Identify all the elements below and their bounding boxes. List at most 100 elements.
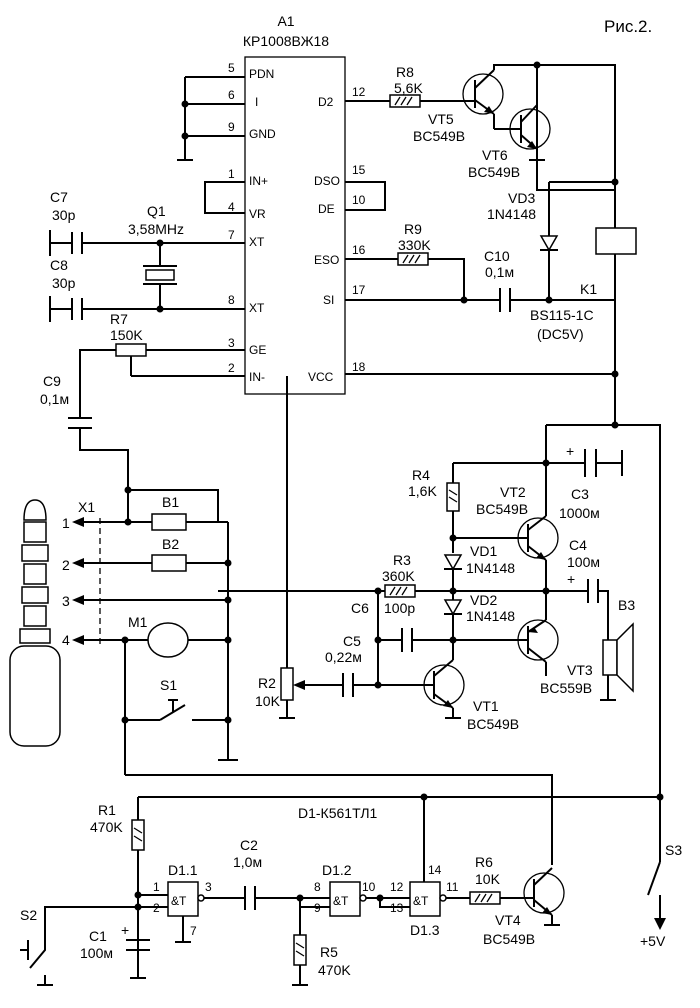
vd3-ref: VD3: [508, 190, 535, 206]
ic-a1-ref: A1: [277, 13, 294, 29]
r5-value: 470K: [318, 962, 351, 978]
ic-a1-pin-name-in-minus: IN-: [249, 370, 265, 384]
ic-a1-pin-name-d2: D2: [318, 95, 334, 109]
ic-a1-pin-name-de: DE: [318, 202, 335, 216]
c2-ref: C2: [240, 837, 258, 853]
vd3-value: 1N4148: [487, 206, 536, 222]
k1-value: BS115-1C: [530, 307, 594, 323]
ic-a1-pin-name-gnd: GND: [249, 127, 276, 141]
q1-value: 3,58MHz: [128, 221, 184, 237]
relay-k1: VD3 1N4148 K1 BS115-1C (DC5V): [487, 190, 637, 342]
ic-a1-pin-name-vcc: VCC: [308, 370, 334, 384]
x1-pin1: 1: [62, 515, 70, 531]
b3-ref: B3: [618, 597, 635, 613]
ic-a1-pin-num-5: 5: [228, 61, 235, 75]
r8-ref: R8: [396, 64, 414, 80]
r1-value: 470K: [90, 819, 123, 835]
d1-3-pin14: 14: [428, 863, 442, 877]
k1-ref: K1: [580, 281, 597, 297]
c6-ref: C6: [351, 600, 369, 616]
r3-ref: R3: [393, 552, 411, 568]
vt2-value: BC549B: [476, 501, 528, 517]
ic-a1-pin-num-8: 8: [228, 293, 235, 307]
ic-a1-pin-name-i: I: [255, 95, 258, 109]
c5-value: 0,22м: [325, 649, 362, 665]
s1-ref: S1: [160, 677, 177, 693]
vd2-value: 1N4148: [466, 608, 515, 624]
b2-ref: B2: [162, 536, 179, 552]
d1-3-pin12: 12: [390, 880, 404, 894]
d1-1-pin1: 1: [153, 880, 160, 894]
ic-a1-pin-num-10: 10: [352, 193, 366, 207]
c5-ref: C5: [343, 633, 361, 649]
d1-3-pin11: 11: [446, 880, 459, 894]
ic-a1-pin-num-12: 12: [352, 85, 366, 99]
r4-value: 1,6K: [408, 483, 437, 499]
vt6-value: BC549B: [468, 164, 520, 180]
d1-1-pin7: 7: [190, 924, 197, 938]
vt4-ref: VT4: [495, 912, 521, 928]
d1-2-symbol: &T: [333, 894, 349, 908]
c4-plus: +: [567, 571, 575, 587]
ic-a1-pin-num-9: 9: [228, 120, 235, 134]
d1-2-pin10: 10: [362, 880, 376, 894]
vcc-rail: [345, 300, 661, 797]
ic-a1-part: КР1008ВЖ18: [243, 33, 329, 49]
ic-a1-pin-num-7: 7: [228, 228, 235, 242]
ic-a1-pin-num-4: 4: [228, 200, 235, 214]
r7-c9-section: R7 150K C9 0,1м: [40, 311, 245, 490]
vt3-ref: VT3: [567, 662, 593, 678]
r7-ref: R7: [110, 311, 128, 327]
ic-a1-pin-num-3: 3: [228, 336, 235, 350]
vt1-ref: VT1: [473, 698, 499, 714]
amplifier-section: + C3 1000м R4 1,6K VT2 BC549B VD1 1N4148: [218, 376, 635, 732]
ic-a1-pin-num-17: 17: [352, 283, 366, 297]
ic-a1-pin-name-dso: DSO: [314, 174, 340, 188]
c8-value: 30p: [52, 275, 76, 291]
ic-a1-body: [244, 56, 346, 395]
c1-ref: C1: [89, 928, 107, 944]
a1-left-wiring: [177, 76, 245, 214]
figure-label: Рис.2.: [604, 17, 652, 36]
c3-ref: C3: [571, 486, 589, 502]
r7-value: 150K: [110, 327, 143, 343]
d1-2-ref: D1.2: [322, 862, 352, 878]
r5-ref: R5: [320, 944, 338, 960]
d1-ref: D1-К561ТЛ1: [298, 805, 378, 821]
r9-c10-section: R9 330K C10 0,1м: [345, 181, 549, 312]
c1-value: 100м: [80, 945, 113, 961]
vd1-ref: VD1: [470, 543, 497, 559]
vt4-value: BC549B: [483, 931, 535, 947]
relay-driver-section: R8 5,6K VT5 BC549B VT6 BC549B: [345, 61, 619, 300]
vt2-ref: VT2: [500, 484, 526, 500]
r2-ref: R2: [258, 675, 276, 691]
b1-ref: B1: [162, 494, 179, 510]
ic-a1-pin-name-eso: ESO: [314, 253, 339, 267]
ic-a1: A1 КР1008ВЖ18 PDN 5 I 6 GND 9 IN+ 1 VR 4…: [228, 13, 366, 395]
c3-value: 1000м: [559, 505, 600, 521]
vt3-value: BC559B: [540, 680, 592, 696]
vd1-value: 1N4148: [466, 560, 515, 576]
d1-1-symbol: &T: [171, 894, 187, 908]
ic-a1-pin-num-1: 1: [228, 167, 235, 181]
x1-pin2: 2: [62, 557, 70, 573]
vt6-ref: VT6: [482, 147, 508, 163]
ic-a1-pin-name-vr: VR: [249, 207, 266, 221]
d1-1-ref: D1.1: [168, 862, 198, 878]
x1-ref: X1: [78, 499, 95, 515]
r1-ref: R1: [98, 802, 116, 818]
d1-3-symbol: &T: [413, 894, 429, 908]
supply-label: +5V: [640, 933, 666, 949]
ic-a1-pin-name-in-plus: IN+: [249, 174, 268, 188]
ic-a1-pin-name-pdn: PDN: [249, 67, 274, 81]
c9-value: 0,1м: [40, 391, 69, 407]
r4-ref: R4: [412, 467, 430, 483]
ic-a1-pin-num-15: 15: [352, 163, 366, 177]
c8-ref: C8: [50, 257, 68, 273]
r8-value: 5,6K: [394, 80, 423, 96]
r3-value: 360K: [382, 568, 415, 584]
r9-value: 330K: [398, 237, 431, 253]
c4-value: 100м: [567, 554, 600, 570]
q1-ref: Q1: [147, 203, 166, 219]
